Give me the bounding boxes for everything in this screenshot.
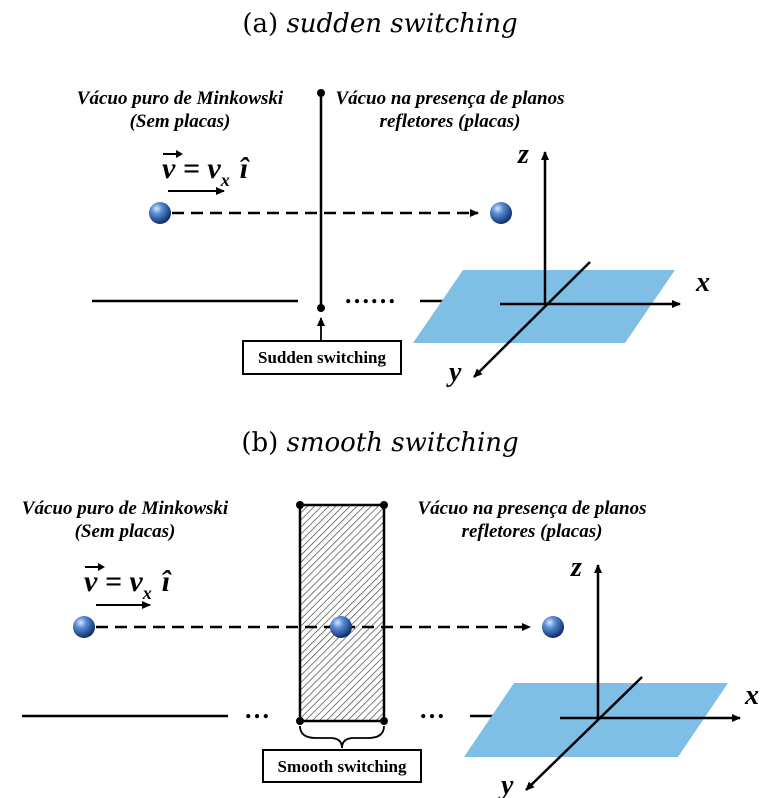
smooth-switching-label: Smooth switching (278, 757, 407, 776)
wall-top-dot (317, 89, 325, 97)
y-axis (525, 676, 643, 791)
particle-final (542, 616, 564, 638)
panel-b: (b) smooth switching Vácuo puro de Minko… (22, 428, 759, 798)
panel-b-title: (b) smooth switching (241, 428, 518, 458)
smooth-switching-brace (299, 725, 385, 749)
smooth-switching-box (262, 749, 422, 783)
wall-bottom-dot (317, 304, 325, 312)
panel-a-right-label-1: Vácuo na presença de planos (335, 88, 564, 109)
z-axis-label: z (517, 139, 529, 170)
x-axis-label: x (695, 267, 710, 298)
panel-b-right-label-2: refletores (placas) (462, 521, 603, 542)
z-axis-label: z (570, 552, 582, 583)
y-axis-label: y (498, 770, 514, 798)
panel-b-left-label-2: (Sem placas) (75, 521, 176, 542)
panel-b-left-label-1: Vácuo puro de Minkowski (22, 498, 229, 519)
panel-a-right-label-2: refletores (placas) (380, 111, 521, 132)
region-top-left-dot (296, 501, 304, 509)
panel-a-left-label-1: Vácuo puro de Minkowski (77, 88, 284, 109)
particle-final (490, 202, 512, 224)
panel-a-title: (a) sudden switching (242, 9, 517, 39)
region-bottom-left-dot (296, 717, 304, 725)
panel-b-right-label-1: Vácuo na presença de planos (417, 498, 646, 519)
panel-a-left-label-2: (Sem placas) (130, 111, 231, 132)
region-top-right-dot (380, 501, 388, 509)
y-axis (473, 261, 591, 378)
particle-initial (73, 616, 95, 638)
particle-intermediate (330, 616, 352, 638)
velocity-vector-overbar-head (176, 150, 183, 158)
sudden-switching-label: Sudden switching (258, 348, 387, 367)
reflecting-plate (464, 683, 728, 757)
smooth-switching-region (298, 503, 386, 723)
panel-a: (a) sudden switching Vácuo puro de Minko… (77, 9, 710, 388)
panel-a-plate-axes: z x y (413, 139, 710, 388)
panel-a-dots: …… (344, 280, 396, 309)
sudden-switching-box (242, 340, 402, 375)
x-axis-label: x (744, 680, 759, 711)
velocity-vector-overbar-head (98, 563, 105, 571)
panel-b-plate-axes: z x y (464, 552, 759, 798)
panel-b-dots-left: … (244, 695, 270, 724)
particle-initial (149, 202, 171, 224)
panel-b-dots-right: … (419, 695, 445, 724)
region-bottom-right-dot (380, 717, 388, 725)
y-axis-label: y (446, 357, 462, 388)
